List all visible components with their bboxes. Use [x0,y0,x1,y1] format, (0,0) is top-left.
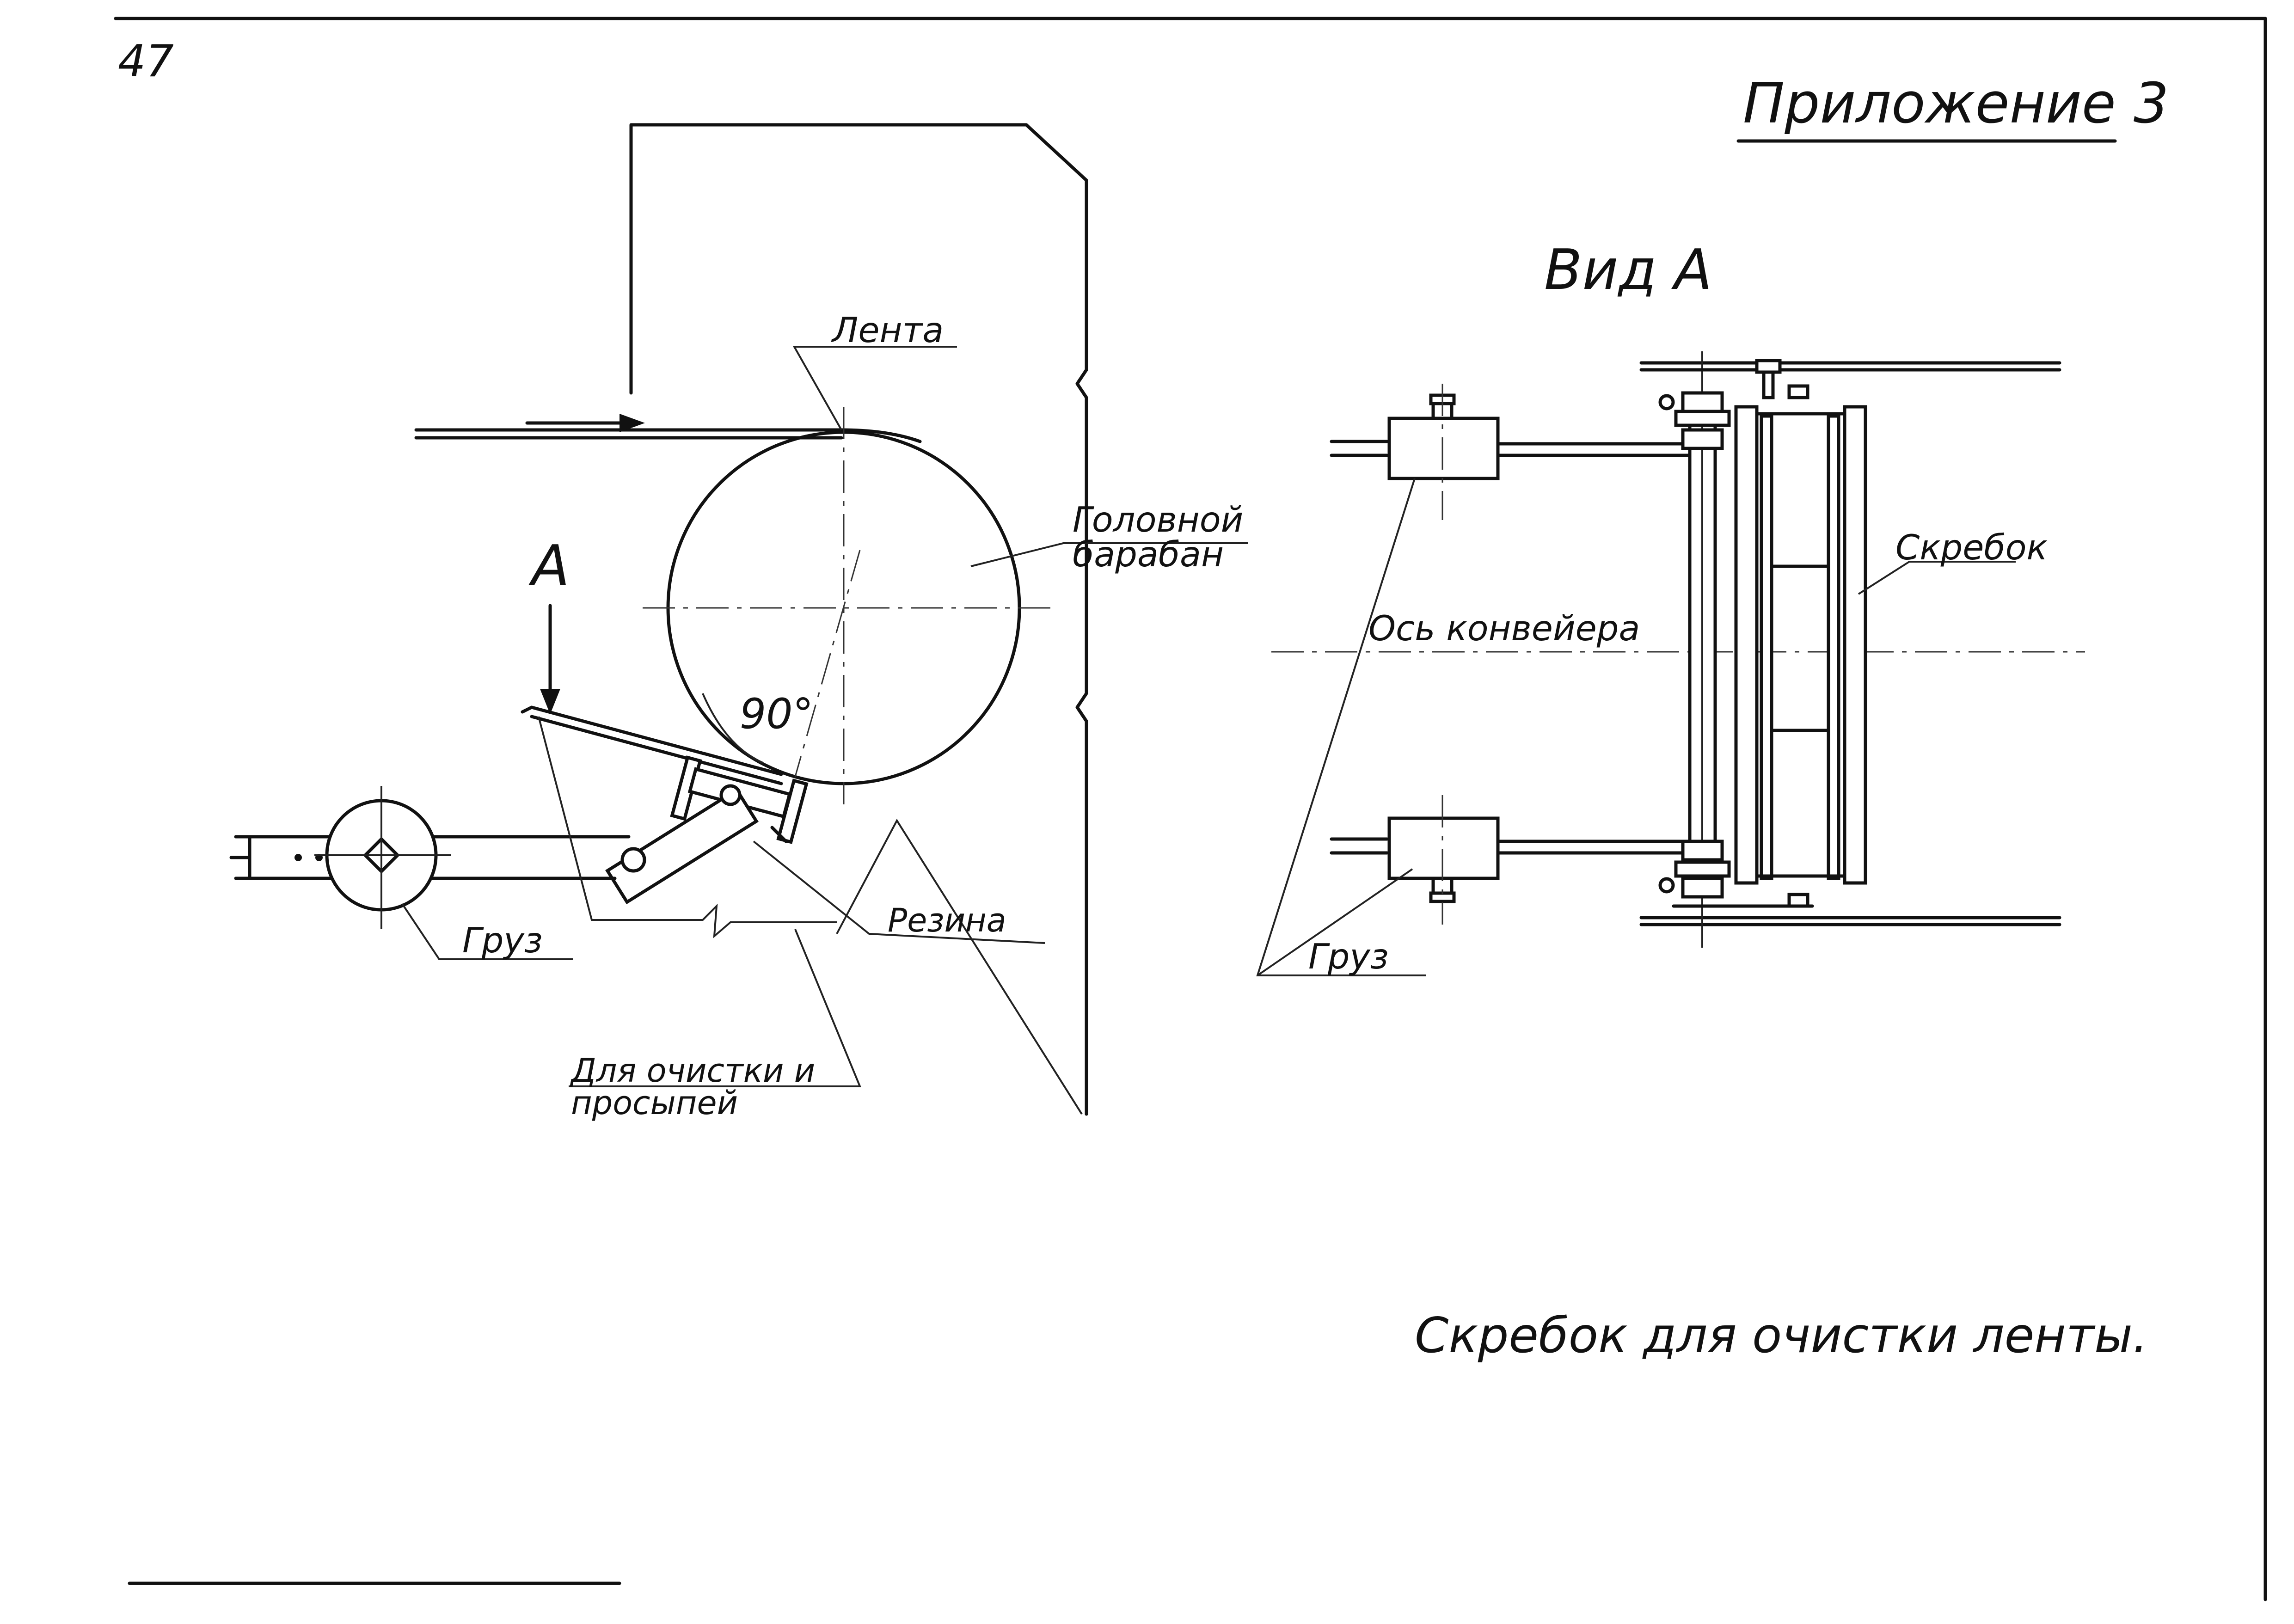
lower-weight-assembly [1330,795,1694,925]
sheet-frame [114,17,2267,1601]
drawing-caption: Скребок для очистки ленты. [1415,1307,2148,1364]
section-mark-label: А [528,534,570,598]
chute-outline [629,123,1088,1116]
scraper-bracket [605,755,809,905]
view-a: Вид А [1256,238,2085,977]
conveyor-axis-label: Ось конвейера [1368,608,1640,649]
scraper-label: Скребок [1895,527,2048,568]
appendix-label: Приложение 3 [1743,72,2169,136]
drum-label: Головной барабан [1073,499,1254,575]
vertical-shaft [1658,351,1731,948]
shaft-clamps [1672,359,1814,908]
side-view: А 90° [229,123,1254,1122]
belt-direction-arrow [620,414,645,432]
section-mark-a [540,604,560,714]
scraper-arm [521,705,783,785]
page-number: 47 [118,36,174,87]
spill-cleaning-label: Для очистки и просыпей [570,1052,826,1122]
rubber-label: Резина [888,901,1006,939]
weight-label-side: Груз [462,920,543,961]
weight-label-view-a: Груз [1308,936,1389,977]
head-drum [643,407,1059,804]
right-angle-arc [702,693,763,764]
belt [414,414,922,443]
belt-label: Лента [831,310,944,350]
scraper-frame [1734,405,1867,885]
side-view-leaders [401,346,1248,1115]
belt-edges [1639,361,2061,926]
counterweight [314,786,451,929]
view-a-leaders [1256,478,2016,976]
view-a-title: Вид А [1544,238,1712,302]
upper-weight-assembly [1330,384,1694,520]
angle-label: 90° [740,690,814,738]
